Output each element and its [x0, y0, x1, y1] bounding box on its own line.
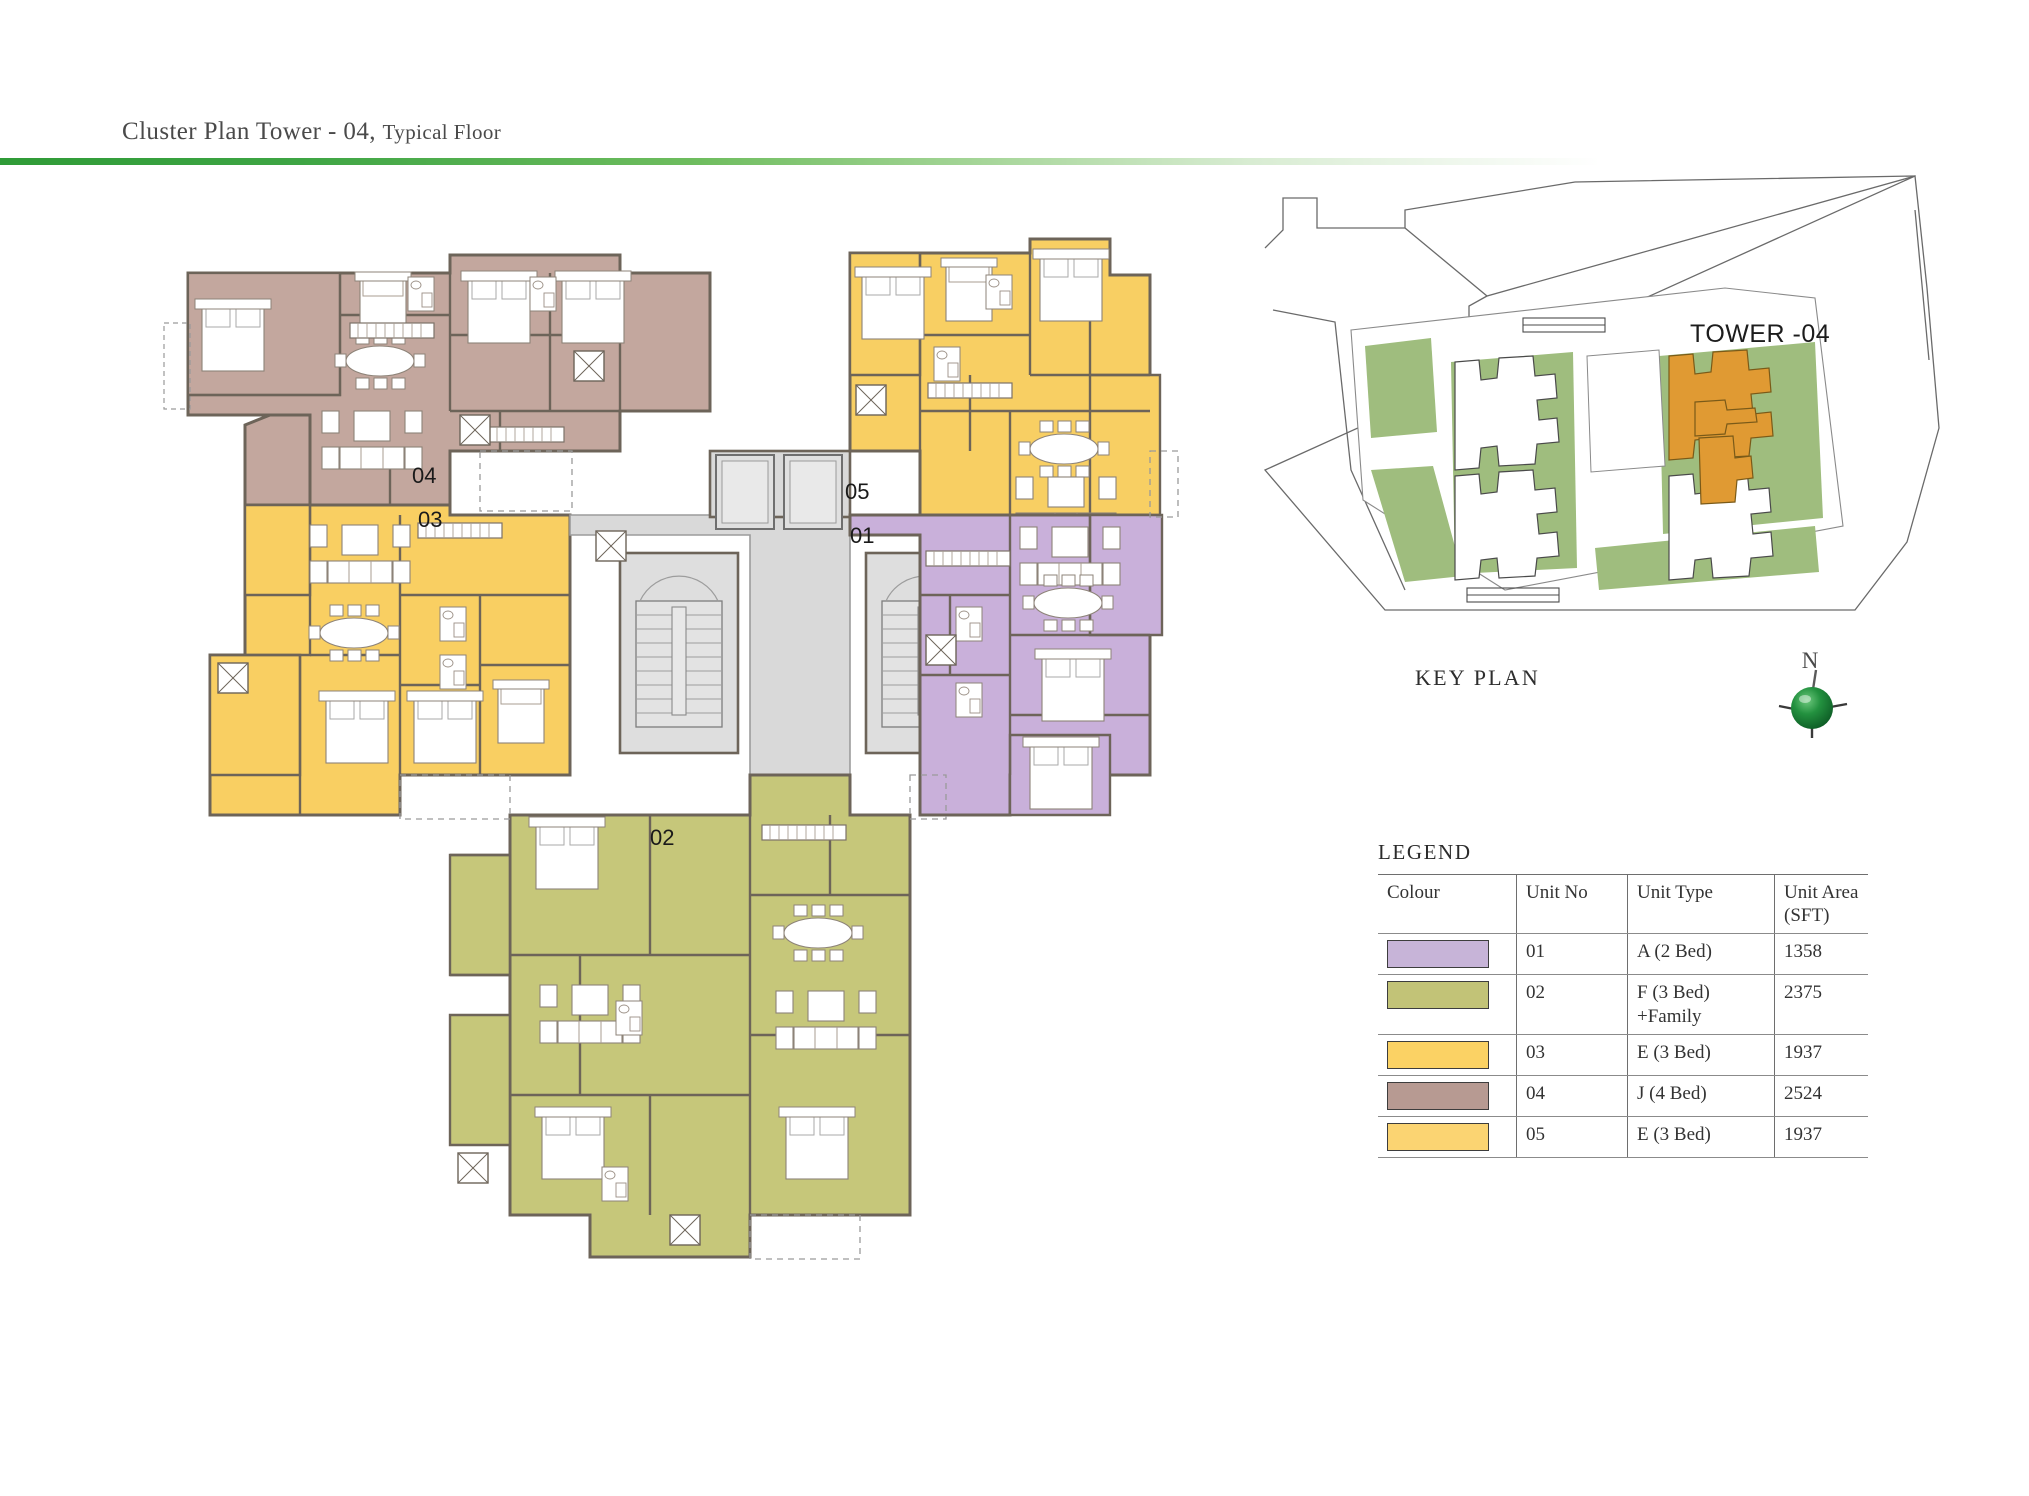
- legend-unit-no: 05: [1516, 1115, 1628, 1158]
- unit-04-region: 04: [163, 253, 712, 507]
- legend-col-colour: Colour: [1378, 873, 1517, 935]
- legend-unit-no: 03: [1516, 1033, 1628, 1076]
- legend-colour-swatch-04: [1387, 1081, 1489, 1110]
- legend-colour-cell: [1378, 1033, 1517, 1076]
- legend-unit-type: E (3 Bed): [1627, 1033, 1775, 1076]
- key-plan-caption: KEY PLAN: [1415, 665, 1540, 690]
- balcony-outlines: [399, 450, 1179, 1260]
- site-parking-bays: [1466, 317, 1606, 603]
- floor-plan-svg: 04 03: [163, 237, 1179, 1260]
- key-plan-diagram: [1255, 170, 1945, 640]
- svg-text:05: 05: [845, 479, 869, 504]
- unit-03-region: 03: [208, 503, 572, 817]
- legend-unit-area: 1937: [1774, 1115, 1868, 1158]
- legend-unit-no: 02: [1516, 974, 1628, 1035]
- title-underline-rule: [0, 158, 1760, 165]
- compass-highlight: [1799, 695, 1811, 703]
- legend-unit-area: 1937: [1774, 1033, 1868, 1076]
- building-footprints-west: [1454, 355, 1560, 581]
- legend-col-unit-area: Unit Area (SFT): [1774, 873, 1868, 935]
- title-block: Cluster Plan Tower - 04, Typical Floor: [0, 118, 2029, 180]
- tower-04-callout-label: TOWER -04: [1690, 320, 1831, 348]
- unit-05-label: 05: [845, 479, 869, 504]
- legend-unit-area: 1358: [1774, 933, 1868, 976]
- unit-01-region: 01: [848, 513, 1164, 817]
- unit-03-label: 03: [418, 507, 442, 532]
- svg-text:01: 01: [850, 523, 874, 548]
- legend-colour-cell: [1378, 974, 1517, 1035]
- svg-text:03: 03: [418, 507, 442, 532]
- key-plan-svg: [1263, 175, 1940, 611]
- cluster-floor-plan: 04 03: [150, 215, 1270, 1395]
- compass-sphere: [1791, 687, 1833, 729]
- unit-05-region: 05: [845, 237, 1162, 536]
- unit-02-label: 02: [650, 825, 674, 850]
- legend-colour-swatch-02: [1387, 981, 1489, 1010]
- legend-unit-area: 2375: [1774, 974, 1868, 1035]
- site-boundary: [1263, 175, 1940, 611]
- svg-text:04: 04: [412, 463, 436, 488]
- legend-unit-type: A (2 Bed): [1627, 933, 1775, 976]
- legend-unit-type: E (3 Bed): [1627, 1115, 1775, 1158]
- legend-unit-type: F (3 Bed)+Family: [1627, 974, 1775, 1035]
- legend-unit-no: 04: [1516, 1074, 1628, 1117]
- central-court: [1586, 349, 1666, 473]
- legend-table: Colour Unit No Unit Type Unit Area (SFT)…: [1378, 873, 1868, 1158]
- page-title-main: Cluster Plan Tower - 04,: [122, 118, 376, 145]
- legend-colour-swatch-05: [1387, 1122, 1489, 1151]
- unit-01-label: 01: [850, 523, 874, 548]
- legend: LEGEND Colour Unit No Unit Type Unit Are…: [1378, 840, 1898, 1158]
- legend-colour-swatch-03: [1387, 1040, 1489, 1069]
- legend-header-row: Colour Unit No Unit Type Unit Area (SFT): [1378, 873, 1868, 935]
- tower-04-highlight: [1668, 349, 1774, 505]
- unit-02-region: 02: [448, 773, 912, 1259]
- stair-left: [618, 551, 740, 755]
- legend-heading: LEGEND: [1378, 840, 1472, 864]
- legend-colour-cell: [1378, 1115, 1517, 1158]
- legend-col-unit-type: Unit Type: [1627, 873, 1775, 935]
- svg-text:02: 02: [650, 825, 674, 850]
- unit-04-label: 04: [412, 463, 436, 488]
- north-arrow: N: [1755, 640, 1865, 750]
- legend-unit-area: 2524: [1774, 1074, 1868, 1117]
- north-letter: N: [1802, 648, 1819, 673]
- page-title-sub: Typical Floor: [382, 120, 502, 144]
- legend-unit-type: J (4 Bed): [1627, 1074, 1775, 1117]
- north-arrow-svg: N: [1778, 648, 1848, 738]
- legend-unit-no: 01: [1516, 933, 1628, 976]
- legend-colour-cell: [1378, 933, 1517, 976]
- page-title: Cluster Plan Tower - 04, Typical Floor: [122, 118, 501, 146]
- legend-colour-swatch-01: [1387, 940, 1489, 969]
- legend-colour-cell: [1378, 1074, 1517, 1117]
- legend-col-unit-no: Unit No: [1516, 873, 1628, 935]
